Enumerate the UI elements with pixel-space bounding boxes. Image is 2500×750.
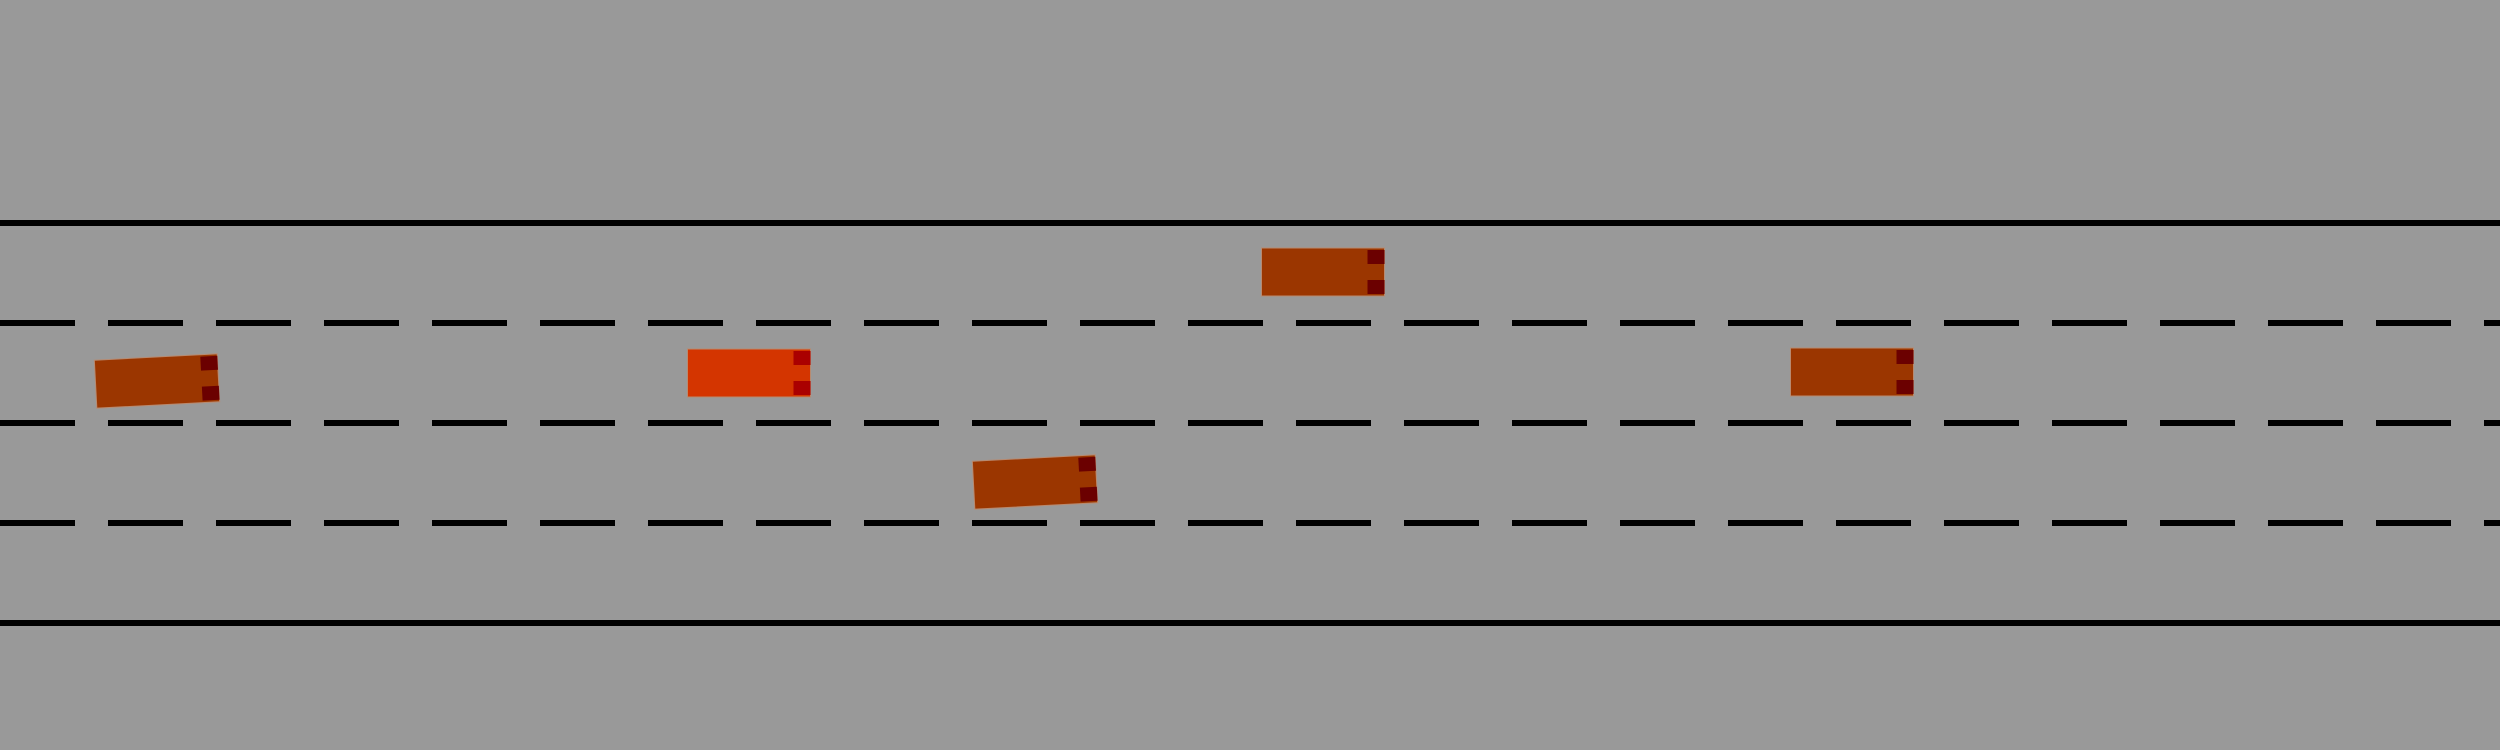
- headlight-right: [1367, 280, 1385, 294]
- headlight-left: [200, 355, 218, 371]
- vehicle-body: [971, 454, 1099, 510]
- vehicle-1: [93, 353, 221, 409]
- vehicle-4: [1790, 347, 1914, 397]
- vehicle-body: [1790, 347, 1914, 397]
- vehicles-layer: [93, 247, 1914, 510]
- vehicle-2: [1261, 247, 1385, 297]
- headlight-right: [793, 381, 811, 395]
- ego-vehicle: [687, 348, 811, 398]
- vehicle-body: [687, 348, 811, 398]
- headlight-right: [1896, 380, 1914, 394]
- vehicle-3: [971, 454, 1099, 510]
- headlight-right: [201, 385, 220, 401]
- headlight-left: [1078, 456, 1096, 472]
- headlight-left: [793, 351, 811, 365]
- headlight-left: [1896, 350, 1914, 364]
- lane-markings: [0, 220, 2500, 626]
- headlight-right: [1079, 486, 1098, 502]
- headlight-left: [1367, 250, 1385, 264]
- vehicle-body: [93, 353, 221, 409]
- vehicle-body: [1261, 247, 1385, 297]
